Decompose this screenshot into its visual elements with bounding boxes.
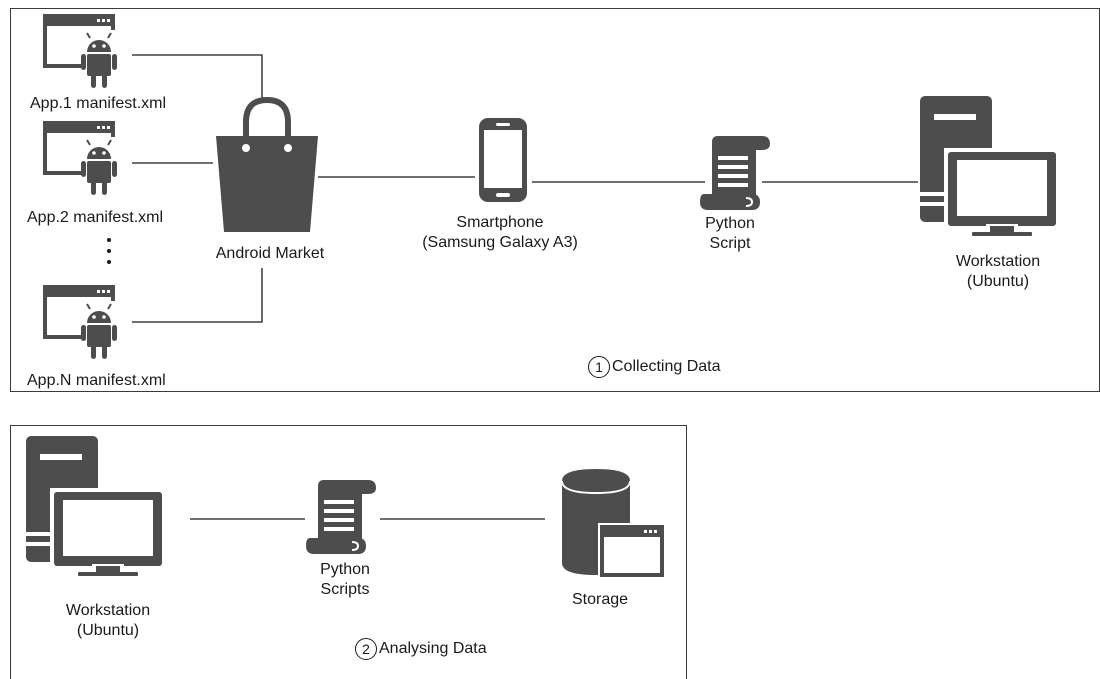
script-scroll-icon xyxy=(700,134,770,214)
step-1-number: 1 xyxy=(588,356,610,378)
workstation-2-label-line1: Workstation xyxy=(65,602,151,619)
app-n-label: App.N manifest.xml xyxy=(27,372,166,389)
step-2-label: Analysing Data xyxy=(379,640,487,657)
ellipsis-dots xyxy=(107,238,111,271)
smartphone-label-line1: Smartphone xyxy=(456,214,544,231)
android-app-window-icon xyxy=(43,14,123,94)
app-2-label: App.2 manifest.xml xyxy=(27,209,164,226)
script-scroll-icon xyxy=(306,478,376,558)
app-1-label: App.1 manifest.xml xyxy=(30,95,167,112)
workstation-label-line1: Workstation xyxy=(955,253,1041,270)
workstation-2-label-line2: (Ubuntu) xyxy=(76,622,140,639)
workstation-icon xyxy=(26,436,166,576)
analysing-data-panel xyxy=(10,425,687,679)
python-script-label-line2: Script xyxy=(709,235,751,252)
android-market-label: Android Market xyxy=(215,245,325,262)
smartphone-label-line2: (Samsung Galaxy A3) xyxy=(422,234,578,251)
android-app-window-icon xyxy=(43,121,123,201)
python-scripts-label-line1: Python xyxy=(320,561,370,578)
workstation-icon xyxy=(920,96,1060,236)
python-scripts-label-line2: Scripts xyxy=(320,581,370,598)
shopping-bag-icon xyxy=(216,96,318,232)
smartphone-icon xyxy=(479,118,527,202)
python-script-label-line1: Python xyxy=(705,215,755,232)
step-2-caption: 2 Analysing Data xyxy=(355,638,487,660)
android-app-window-icon xyxy=(43,285,123,365)
workstation-label-line2: (Ubuntu) xyxy=(966,273,1030,290)
storage-label: Storage xyxy=(571,591,629,608)
step-2-number: 2 xyxy=(355,638,377,660)
database-storage-icon xyxy=(561,469,664,579)
step-1-label: Collecting Data xyxy=(612,358,721,375)
step-1-caption: 1 Collecting Data xyxy=(588,356,721,378)
